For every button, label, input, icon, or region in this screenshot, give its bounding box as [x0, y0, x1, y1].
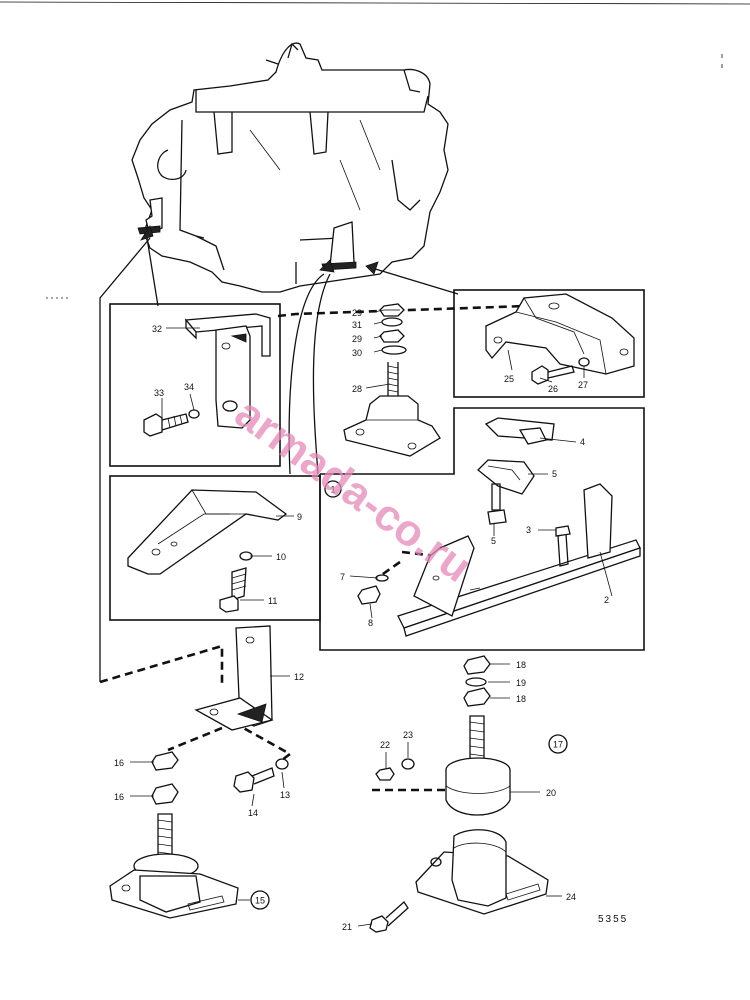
washer-13 — [275, 758, 289, 770]
margin-marks — [46, 54, 723, 299]
callout-label-34: 34 — [184, 382, 194, 392]
bracket-25 — [485, 293, 635, 375]
bolt-33 — [143, 413, 189, 437]
nut-16-lower — [151, 783, 179, 805]
nut-29-upper — [379, 303, 405, 317]
callout-label-13: 13 — [280, 790, 290, 800]
callout-label-11: 11 — [268, 596, 277, 606]
callout-label-4: 4 — [580, 437, 585, 447]
connector-lines — [99, 225, 459, 682]
nut-16-upper — [151, 751, 179, 771]
bolt-14 — [233, 767, 275, 793]
nut-29-lower — [379, 329, 405, 343]
callout-label-24: 24 — [566, 892, 576, 902]
callout-label-3: 3 — [526, 525, 531, 535]
wedge-plate-5 — [477, 459, 535, 495]
detail-frames — [109, 289, 645, 651]
callout-circle-17: 17 — [548, 734, 568, 754]
bolt-5 — [487, 483, 507, 525]
callout-label-5: 5 — [552, 469, 557, 479]
bracket-32 — [184, 313, 271, 429]
nut-18-lower — [463, 687, 491, 707]
engine-bearer-2 — [397, 483, 641, 637]
callout-label-31: 31 — [352, 320, 362, 330]
callout-label: 15 — [255, 896, 265, 906]
washer-19 — [465, 677, 487, 687]
bolt-3 — [555, 525, 571, 567]
callout-label-9: 9 — [297, 512, 302, 522]
callout-label-18b: 18 — [516, 694, 526, 704]
rubber-mount-28 — [343, 362, 441, 457]
callout-label-8: 8 — [368, 618, 373, 628]
callout-label: 17 — [553, 740, 563, 750]
callout-circle-1: 1 — [324, 480, 342, 498]
callout-label-32: 32 — [152, 324, 162, 334]
bracket-12 — [194, 625, 274, 731]
rubber-element-20 — [445, 715, 511, 816]
callout-label-25: 25 — [504, 374, 514, 384]
callout-label-19: 19 — [516, 678, 526, 688]
spacer-4 — [484, 417, 555, 445]
callout-label-16: 16 — [114, 758, 124, 768]
engine-block — [131, 42, 449, 293]
callout-label-7: 7 — [340, 572, 345, 582]
callout-label-20: 20 — [546, 788, 556, 798]
watermark: armada-co.ru — [226, 388, 480, 591]
callout-label-18: 18 — [516, 660, 526, 670]
callout-label-29b: 29 — [352, 334, 362, 344]
page-edge-line — [0, 1, 750, 5]
callout-label-2: 2 — [604, 595, 609, 605]
callout-label-27: 27 — [578, 380, 588, 390]
callout-label: 1 — [330, 485, 335, 495]
callout-circle-15: 15 — [250, 890, 270, 910]
callout-label-16b: 16 — [114, 792, 124, 802]
callout-label-23: 23 — [403, 730, 413, 740]
mount-base-24 — [415, 829, 549, 915]
nut-8 — [357, 585, 381, 605]
callout-label-10: 10 — [276, 552, 286, 562]
drawing-number: 5355 — [598, 914, 628, 925]
washer-34 — [188, 409, 200, 419]
nut-22 — [375, 767, 395, 781]
bolt-11 — [219, 567, 247, 613]
bracket-9 — [127, 489, 288, 575]
callout-label-5b: 5 — [491, 536, 496, 546]
bolt-26 — [531, 365, 575, 385]
callout-label-21: 21 — [342, 922, 352, 932]
callout-label-30: 30 — [352, 348, 362, 358]
leader-lines — [130, 309, 613, 927]
washer-30 — [381, 345, 407, 355]
washer-31 — [381, 317, 403, 327]
callout-label-12: 12 — [294, 672, 304, 682]
bolt-21 — [369, 901, 409, 933]
rubber-mount-15 — [109, 813, 239, 919]
nut-18-upper — [463, 655, 491, 675]
callout-label-33: 33 — [154, 388, 164, 398]
callout-label-14: 14 — [248, 808, 258, 818]
callout-label-26: 26 — [548, 384, 558, 394]
callout-label-29: 29 — [352, 308, 362, 318]
callout-label-28: 28 — [352, 384, 362, 394]
callout-label-22: 22 — [380, 740, 390, 750]
washer-23 — [401, 758, 415, 770]
